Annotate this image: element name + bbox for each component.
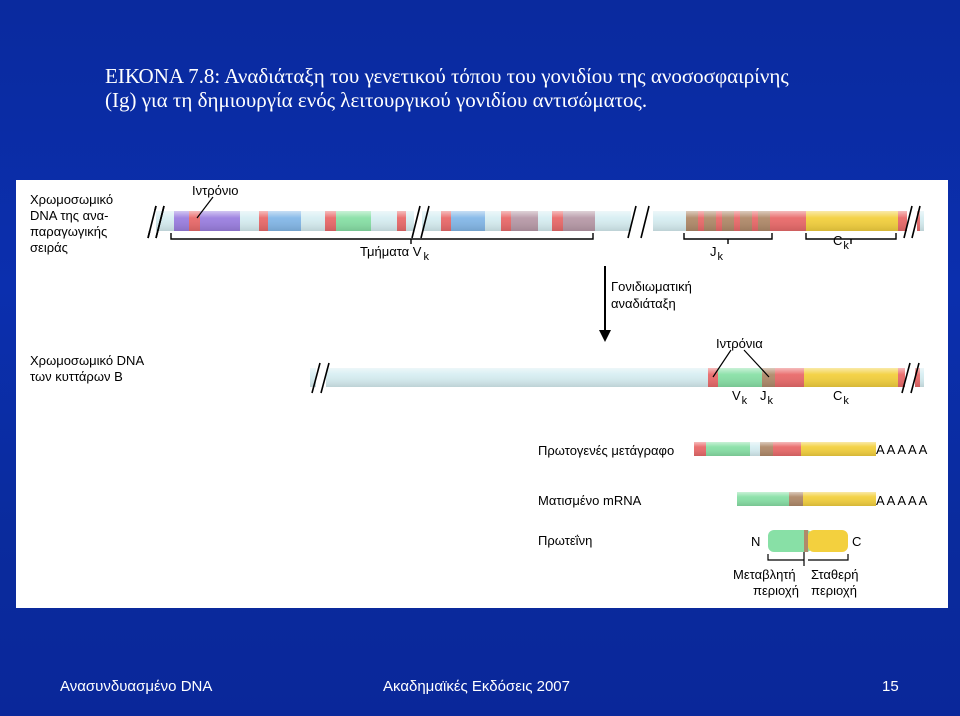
slide-title-line2: (Ig) για τη δημιουργία ενός λειτουργικού…: [105, 88, 648, 112]
introns-label: Ιντρόνια: [716, 336, 763, 351]
introns-pointers: [712, 349, 770, 378]
rearrangement-arrowhead: [599, 330, 611, 342]
protein-label: Πρωτεΐνη: [538, 533, 592, 548]
c-label: Ck: [833, 233, 849, 252]
footer-left: Ανασυνδυασμένο DNA: [60, 678, 213, 695]
primary-transcript: [694, 442, 876, 456]
figure-panel: Χρωμοσωμικό DNA της ανα- παραγωγικής σει…: [16, 180, 948, 608]
germline-label-4: σειράς: [30, 240, 68, 255]
vk-label: JVk: [732, 388, 748, 407]
constant-label-2: περιοχή: [811, 583, 857, 598]
bcell-label-2: των κυττάρων B: [30, 369, 123, 384]
slide-title: ΕΙΚΟΝΑ 7.8: Αναδιάταξη του γενετικού τόπ…: [105, 64, 905, 112]
germline-dna: [147, 196, 924, 244]
footer-center: Ακαδημαϊκές Εκδόσεις 2007: [383, 678, 570, 695]
primary-transcript-label: Πρωτογενές μετάγραφο: [538, 443, 674, 458]
n-terminus-label: N: [751, 534, 760, 549]
constant-label-1: Σταθερή: [811, 567, 859, 582]
variable-label-1: Μεταβλητή: [733, 567, 796, 582]
segment-brackets: [170, 233, 897, 244]
variable-label-2: περιοχή: [753, 583, 799, 598]
rearrangement-label-1: Γονιδιωματική: [611, 279, 692, 294]
slide-title-line1: ΕΙΚΟΝΑ 7.8: Αναδιάταξη του γενετικού τόπ…: [105, 64, 789, 88]
rearrangement-label-2: αναδιάταξη: [611, 296, 676, 311]
ck-label: Ck: [833, 388, 849, 407]
page-number: 15: [882, 678, 899, 695]
constant-domain: [808, 530, 848, 552]
gene-rearrangement-diagram: Χρωμοσωμικό DNA της ανα- παραγωγικής σει…: [30, 183, 929, 598]
germline-label-2: DNA της ανα-: [30, 208, 108, 223]
c-terminus-label: C: [852, 534, 861, 549]
bcell-label-1: Χρωμοσωμικό DNA: [30, 353, 144, 368]
bcell-dna: [310, 349, 924, 394]
primary-polya: AAAAA: [876, 442, 929, 457]
spliced-mrna: [737, 492, 876, 506]
mrna-polya: AAAAA: [876, 493, 929, 508]
spliced-mrna-label: Ματισμένο mRNA: [538, 493, 642, 508]
break-marks: [147, 205, 921, 239]
j-label: Jk: [710, 244, 724, 263]
jk-label: Jk: [760, 388, 774, 407]
variable-domain: [768, 530, 812, 552]
germline-label-1: Χρωμοσωμικό: [30, 192, 113, 207]
intron-pointer: [196, 196, 214, 219]
protein-chain: [767, 530, 849, 566]
intron-label: Ιντρόνιο: [192, 183, 239, 198]
germline-label-3: παραγωγικής: [30, 224, 107, 239]
